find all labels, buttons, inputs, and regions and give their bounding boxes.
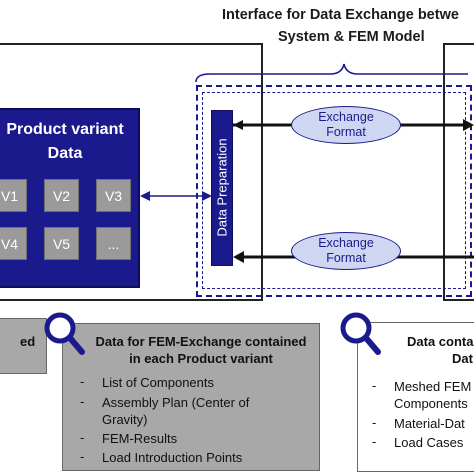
variant-cell-v5: V5: [44, 227, 79, 260]
middle-info-box-head-2: in each Product variant: [129, 351, 273, 366]
data-preparation-bar: [211, 110, 233, 266]
exchange-format-top-line2: Format: [326, 125, 366, 139]
outer-frame-right: [444, 43, 474, 45]
right-list-item-3: Load Cases: [394, 435, 464, 450]
variant-cell-v1: V1: [0, 179, 27, 212]
exchange-arrow-top-tail: [233, 120, 243, 130]
outer-frame-bottom-right: [443, 299, 474, 301]
middle-list-item-4: Load Introduction Points: [102, 450, 243, 465]
interface-dashed-inner: [202, 92, 466, 289]
variant-cell-more: ...: [96, 227, 131, 260]
exchange-format-bottom-line2: Format: [326, 251, 366, 265]
right-list-dash-1: -: [372, 378, 377, 393]
middle-list-item-1: List of Components: [102, 375, 215, 390]
exchange-format-bottom-line1: Exchange: [318, 236, 374, 250]
right-list-dash-3: -: [372, 434, 377, 449]
interface-title-line1: Interface for Data Exchange betwe: [222, 7, 459, 23]
interface-title-line2: System & FEM Model: [278, 29, 425, 45]
product-variant-title-2: Data: [47, 145, 83, 162]
right-list-item-1b: Components: [394, 396, 468, 411]
outer-frame-left-top: [0, 43, 262, 45]
variant-to-preparation-arrow: [140, 191, 212, 201]
outer-frame-left-vertical: [261, 43, 263, 300]
right-list-item-1: Meshed FEM: [394, 379, 472, 394]
middle-list-dash-4: -: [80, 449, 85, 464]
variant-cell-v2: V2: [44, 179, 79, 212]
middle-list-item-2: Assembly Plan (Center of: [102, 395, 250, 410]
exchange-format-top-line1: Exchange: [318, 110, 374, 124]
middle-list-dash-1: -: [80, 374, 85, 389]
right-list-item-2: Material-Dat: [394, 416, 465, 431]
variant-cell-v4: V4: [0, 227, 27, 260]
exchange-format-bottom: Exchange Format: [291, 232, 401, 270]
middle-list-dash-3: -: [80, 430, 85, 445]
middle-info-box-head-1: Data for FEM-Exchange contained: [95, 334, 307, 349]
middle-list-item-3: FEM-Results: [102, 431, 178, 446]
left-info-box: [0, 318, 47, 374]
middle-list-dash-2: -: [80, 394, 85, 409]
exchange-format-top: Exchange Format: [291, 106, 401, 144]
outer-frame-bottom-left: [0, 299, 263, 301]
middle-list-item-2b: Gravity): [102, 412, 148, 427]
middle-info-box: [62, 323, 320, 471]
product-variant-title-1: Product variant: [6, 121, 124, 138]
interface-dashed-region: [196, 85, 472, 297]
magnifier-icon-right: [340, 312, 381, 355]
magnifier-icon: [44, 312, 85, 355]
right-list-dash-2: -: [372, 415, 377, 430]
title-brace: [195, 63, 468, 83]
left-info-box-head: ed: [20, 334, 36, 349]
right-info-box-head-1: Data conta: [407, 334, 474, 349]
variant-cell-v3: V3: [96, 179, 131, 212]
data-preparation-label: Data Preparation: [214, 138, 230, 237]
outer-frame-right-vertical: [443, 43, 445, 300]
right-info-box-head-2: Dat: [452, 351, 473, 366]
